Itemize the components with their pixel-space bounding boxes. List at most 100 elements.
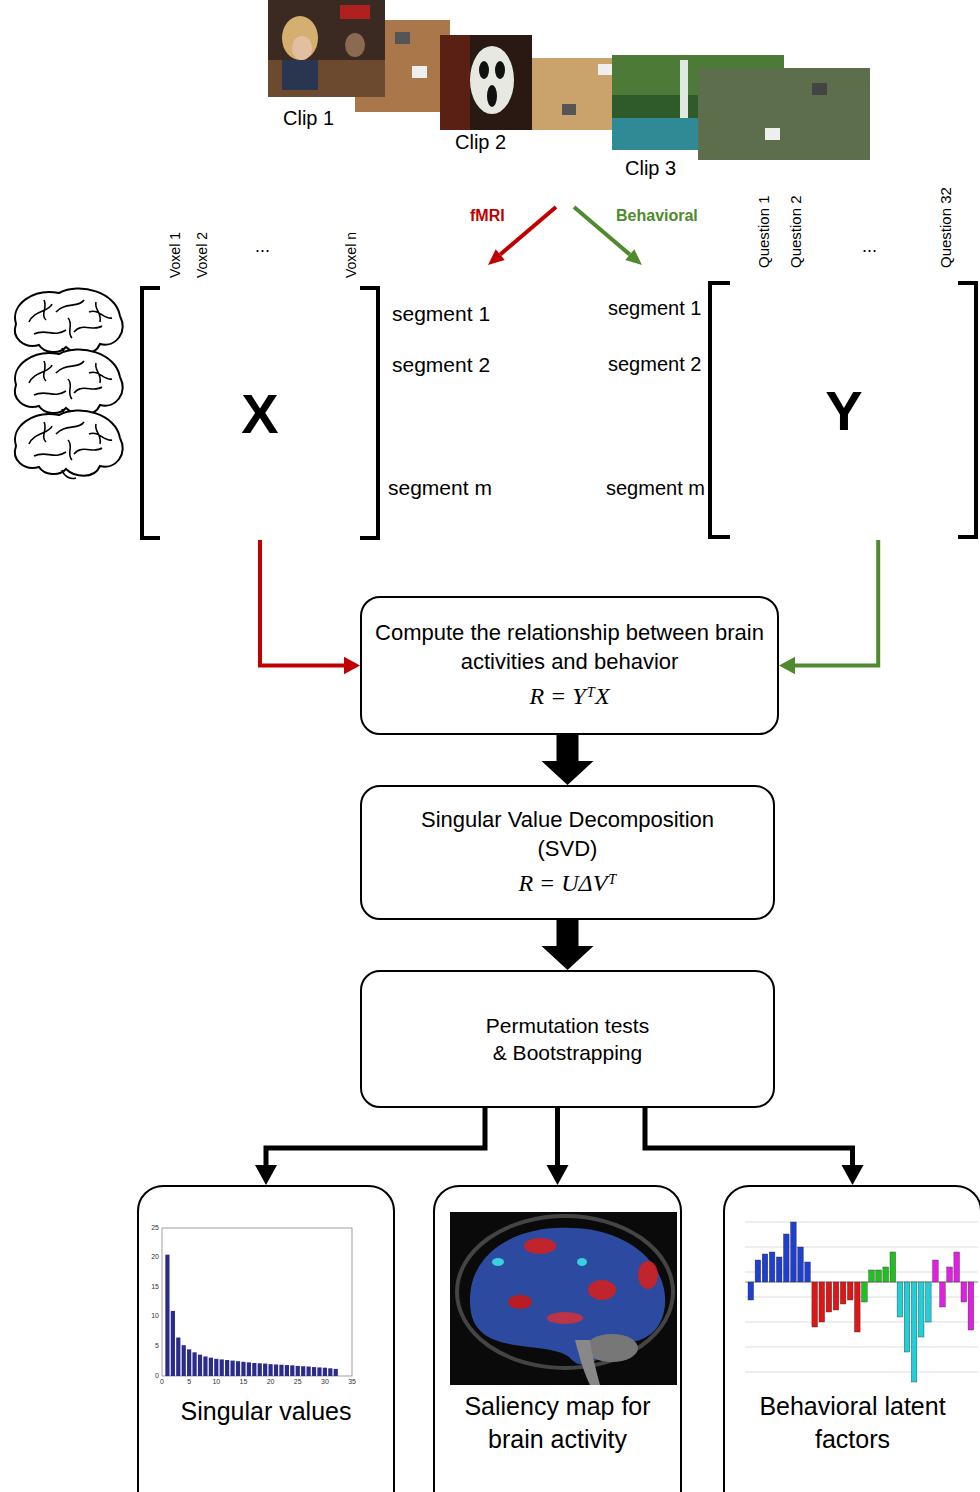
formula: R = UΔVᵀ bbox=[518, 868, 616, 899]
bar bbox=[776, 1257, 782, 1282]
grid-line bbox=[745, 1222, 978, 1223]
bar bbox=[182, 1345, 186, 1376]
shape bbox=[488, 249, 505, 265]
matrix-bracket bbox=[142, 283, 976, 538]
bar bbox=[323, 1368, 327, 1376]
column-label: Voxel 1 bbox=[167, 232, 183, 278]
shape bbox=[450, 1212, 677, 1385]
tick-label: 35 bbox=[344, 1378, 360, 1386]
shape bbox=[745, 1212, 978, 1385]
label: segment 1 bbox=[392, 302, 490, 326]
shape bbox=[577, 1258, 587, 1266]
bar bbox=[769, 1252, 775, 1282]
grid-line bbox=[745, 1372, 978, 1373]
bar bbox=[263, 1364, 267, 1376]
bar bbox=[755, 1260, 761, 1282]
tick-label: 5 bbox=[181, 1378, 197, 1386]
bar bbox=[911, 1282, 917, 1382]
tick-label: 5 bbox=[145, 1342, 159, 1350]
bar bbox=[826, 1282, 832, 1312]
bar bbox=[274, 1364, 278, 1376]
grid-line bbox=[745, 1247, 978, 1248]
connector bbox=[255, 1108, 485, 1185]
shape bbox=[492, 1258, 504, 1266]
bar bbox=[833, 1282, 839, 1310]
label: segment 2 bbox=[392, 353, 490, 377]
bar bbox=[918, 1282, 924, 1337]
connector-line bbox=[266, 1108, 485, 1166]
saliency-map bbox=[450, 1212, 677, 1385]
output-box: Behavioral latent factors bbox=[723, 1185, 980, 1492]
shape bbox=[395, 32, 410, 44]
clip-frame bbox=[612, 55, 870, 160]
bar bbox=[805, 1262, 811, 1282]
shape bbox=[148, 1218, 360, 1388]
bar bbox=[241, 1362, 245, 1376]
node-text: X bbox=[241, 378, 278, 451]
label: Behavioral bbox=[616, 207, 698, 225]
bar bbox=[285, 1365, 289, 1376]
shape bbox=[812, 83, 827, 95]
shape bbox=[479, 61, 489, 79]
shape bbox=[638, 1261, 658, 1289]
tick-label: 20 bbox=[145, 1253, 159, 1261]
connector-line bbox=[794, 540, 878, 666]
node-text: Behavioral latent factors bbox=[735, 1390, 970, 1455]
bar bbox=[869, 1270, 875, 1282]
shape bbox=[340, 5, 370, 19]
bar bbox=[317, 1367, 321, 1376]
brain-icon bbox=[15, 289, 123, 479]
shape bbox=[457, 1216, 673, 1368]
bar bbox=[791, 1222, 797, 1282]
clip-frame bbox=[268, 0, 450, 112]
tick-label: 15 bbox=[145, 1283, 159, 1291]
shape bbox=[710, 283, 730, 537]
bar bbox=[334, 1369, 338, 1376]
bar bbox=[296, 1366, 300, 1376]
matrix: Y bbox=[730, 283, 958, 540]
label: segment 2 bbox=[608, 353, 701, 376]
node-text: Y bbox=[825, 375, 862, 448]
bar bbox=[252, 1363, 256, 1376]
shape bbox=[440, 35, 470, 130]
shape bbox=[598, 64, 612, 75]
bar bbox=[897, 1282, 903, 1317]
shape bbox=[292, 36, 312, 60]
bar bbox=[312, 1367, 316, 1376]
label: ... bbox=[255, 236, 270, 257]
connector bbox=[779, 540, 878, 674]
bar bbox=[798, 1247, 804, 1282]
shape bbox=[15, 411, 123, 479]
shape bbox=[500, 207, 556, 255]
shape bbox=[470, 1228, 665, 1365]
shape bbox=[142, 288, 160, 538]
bar bbox=[307, 1367, 311, 1376]
shape bbox=[15, 350, 123, 418]
bar bbox=[819, 1282, 825, 1322]
connector bbox=[547, 1108, 569, 1185]
bar bbox=[214, 1359, 218, 1376]
bar bbox=[748, 1282, 754, 1300]
label: segment m bbox=[606, 477, 705, 500]
shape bbox=[268, 0, 385, 97]
shape bbox=[527, 58, 615, 130]
bar bbox=[812, 1282, 818, 1327]
label: ... bbox=[862, 236, 877, 257]
shape bbox=[958, 283, 976, 537]
shape bbox=[524, 1238, 556, 1254]
bar bbox=[290, 1365, 294, 1376]
bar bbox=[954, 1252, 960, 1282]
bar bbox=[187, 1349, 191, 1376]
bar bbox=[328, 1368, 332, 1376]
formula: R = YᵀX bbox=[529, 681, 609, 712]
tick-label: 0 bbox=[154, 1378, 170, 1386]
bar bbox=[176, 1338, 180, 1376]
process-box: Singular Value Decomposition (SVD)R = UΔ… bbox=[360, 785, 775, 920]
process-box: Permutation tests & Bootstrapping bbox=[360, 970, 775, 1108]
shape bbox=[162, 1228, 352, 1376]
shape bbox=[15, 289, 123, 357]
clip-frame bbox=[440, 35, 615, 130]
bar bbox=[855, 1282, 861, 1332]
column-label: Voxel 2 bbox=[194, 232, 210, 278]
